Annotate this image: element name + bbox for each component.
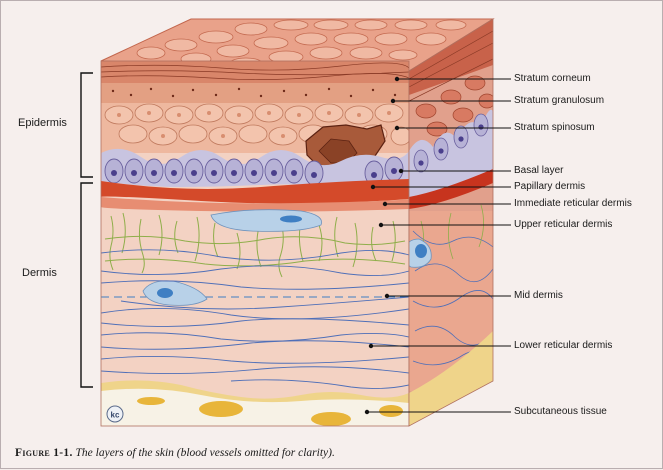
- label-upper-reticular-dermis: Upper reticular dermis: [514, 219, 613, 230]
- kc-logo-text: kc: [111, 411, 120, 420]
- top-surface: [100, 18, 495, 72]
- label-epidermis: Epidermis: [18, 117, 67, 129]
- dermis-bracket: [80, 182, 93, 388]
- label-subcutaneous-tissue: Subcutaneous tissue: [514, 406, 607, 417]
- figure-caption: Figure 1-1. The layers of the skin (bloo…: [15, 447, 655, 459]
- epidermis-bracket: [80, 72, 93, 178]
- label-basal-layer: Basal layer: [514, 165, 564, 176]
- label-dermis: Dermis: [22, 267, 57, 279]
- kc-logo: kc: [106, 405, 124, 423]
- label-immediate-reticular-dermis: Immediate reticular dermis: [514, 198, 632, 209]
- figure-number: Figure 1-1.: [15, 447, 73, 459]
- label-stratum-corneum: Stratum corneum: [514, 73, 591, 84]
- caption-text: The layers of the skin (blood vessels om…: [75, 447, 335, 459]
- leader-lines: [367, 78, 511, 413]
- front-face: [101, 61, 409, 426]
- label-lower-reticular-dermis: Lower reticular dermis: [514, 340, 613, 351]
- label-stratum-spinosum: Stratum spinosum: [514, 122, 595, 133]
- label-papillary-dermis: Papillary dermis: [514, 181, 586, 192]
- label-stratum-granulosum: Stratum granulosum: [514, 95, 605, 106]
- side-face: [409, 19, 493, 426]
- label-mid-dermis: Mid dermis: [514, 290, 563, 301]
